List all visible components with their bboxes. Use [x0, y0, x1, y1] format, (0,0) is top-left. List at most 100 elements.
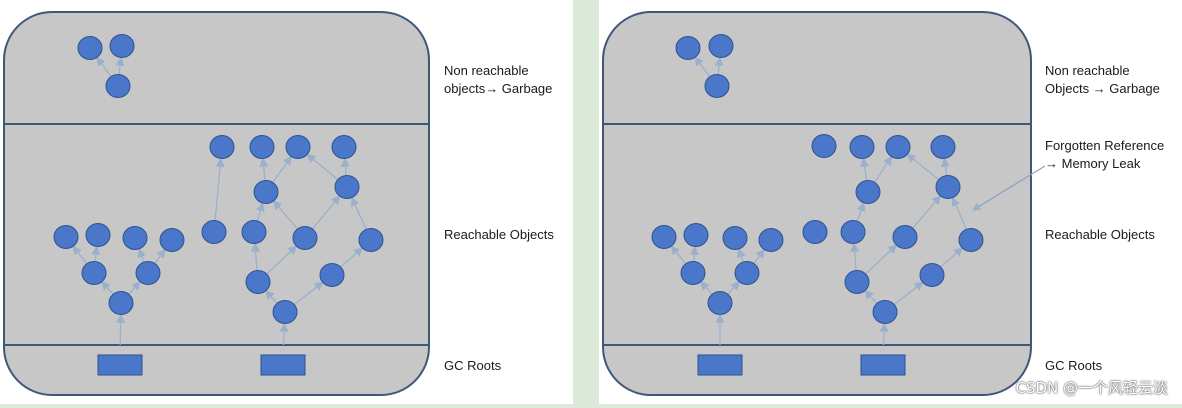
right-reference-edge	[689, 245, 699, 264]
right-reference-edge	[860, 157, 870, 183]
left-reachable-label: Reachable Objects	[444, 227, 554, 242]
right-object-node	[675, 36, 701, 60]
right-object-node	[683, 223, 709, 247]
right-object-node	[958, 228, 984, 252]
csdn-watermark: CSDN @一个风轻云淡	[1015, 379, 1168, 397]
right-object-node	[707, 291, 733, 315]
left-object-node	[201, 220, 227, 244]
left-object-node	[358, 228, 384, 252]
right-reference-edge	[906, 153, 941, 182]
right-object-node	[651, 225, 677, 249]
left-root-reference-edge	[279, 322, 289, 346]
left-gc-roots-label: GC Roots	[444, 358, 502, 373]
left-object-node	[109, 34, 135, 58]
left-reference-edge	[153, 248, 166, 266]
left-garbage-label-line2: objects→ Garbage	[444, 81, 553, 96]
right-reachable-label: Reachable Objects	[1045, 227, 1155, 242]
right-diagram-panel: Non reachable Objects → Garbage Forgotte…	[599, 0, 1182, 404]
left-object-node	[249, 135, 275, 159]
left-object-node	[334, 175, 360, 199]
left-gc-root	[97, 354, 143, 376]
left-object-node	[245, 270, 271, 294]
left-object-node	[285, 135, 311, 159]
right-object-node	[704, 74, 730, 98]
left-heap-diagram	[3, 11, 430, 396]
left-object-node	[272, 300, 298, 324]
left-reference-edge	[339, 247, 364, 269]
right-reference-edge	[864, 289, 879, 306]
left-reference-edge	[265, 289, 279, 306]
right-object-node	[930, 135, 956, 159]
forgotten-reference-pointer	[971, 165, 1046, 211]
left-object-node	[209, 135, 235, 159]
right-reference-edge	[737, 248, 746, 264]
right-reference-edge	[850, 242, 860, 273]
right-reference-edge	[951, 196, 968, 232]
left-reference-edge	[96, 56, 113, 79]
left-reference-edge	[127, 280, 141, 297]
left-object-node	[135, 261, 161, 285]
right-garbage-label-line2: Objects → Garbage	[1045, 81, 1160, 96]
right-object-node	[758, 228, 784, 252]
right-heap-diagram	[602, 11, 1046, 396]
right-forgotten-reference-label: Forgotten Reference → Memory Leak	[1045, 137, 1164, 173]
right-reference-edge	[939, 247, 964, 269]
left-reference-edge	[272, 200, 300, 231]
right-object-node	[935, 175, 961, 199]
left-reference-edge	[259, 157, 269, 183]
right-gc-roots-label: GC Roots	[1045, 358, 1103, 373]
left-object-node	[159, 228, 185, 252]
right-reference-edge	[726, 280, 740, 297]
right-heap-box	[602, 11, 1032, 396]
left-reference-edge	[292, 281, 324, 307]
left-object-node	[331, 135, 357, 159]
left-reference-edge	[340, 157, 351, 178]
left-object-node	[122, 226, 148, 250]
right-object-node	[892, 225, 918, 249]
right-reference-edge	[940, 157, 950, 178]
left-object-node	[105, 74, 131, 98]
right-object-node	[844, 270, 870, 294]
left-reference-edge	[251, 242, 261, 273]
right-object-node	[734, 261, 760, 285]
left-reference-edge	[214, 157, 225, 223]
left-reference-edge	[72, 245, 89, 266]
right-object-node	[919, 263, 945, 287]
right-object-node	[708, 34, 734, 58]
right-object-node	[811, 134, 837, 158]
right-object-node	[722, 226, 748, 250]
left-root-reference-edge	[116, 313, 126, 346]
left-reference-edge	[264, 245, 298, 276]
right-reference-edge	[855, 202, 866, 223]
right-gc-root	[860, 354, 906, 376]
right-forgotten-label-line2: → Memory Leak	[1045, 156, 1141, 171]
right-reference-edge	[670, 245, 688, 266]
right-reference-edge	[700, 280, 714, 297]
right-garbage-label-line1: Non reachable	[1045, 63, 1130, 78]
right-forgotten-label-line1: Forgotten Reference	[1045, 138, 1165, 153]
left-reference-edge	[271, 155, 292, 185]
right-reference-edge	[694, 56, 712, 79]
left-object-node	[77, 36, 103, 60]
left-gc-root	[260, 354, 306, 376]
left-reference-edge	[306, 153, 340, 182]
left-object-node	[81, 261, 107, 285]
left-reference-edge	[91, 245, 101, 264]
left-object-node	[53, 225, 79, 249]
left-object-node	[319, 263, 345, 287]
left-diagram-panel: Non reachable objects→ Garbage Reachable…	[0, 0, 573, 404]
right-root-reference-edge	[879, 322, 889, 346]
right-reference-edge	[714, 56, 724, 77]
left-reference-edge	[137, 248, 147, 264]
left-object-node	[85, 223, 111, 247]
right-reference-edge	[873, 155, 893, 185]
right-object-node	[802, 220, 828, 244]
left-garbage-label-line1: Non reachable	[444, 63, 529, 78]
right-object-node	[855, 180, 881, 204]
right-object-node	[872, 300, 898, 324]
right-reference-edge	[911, 195, 942, 230]
left-object-node	[292, 226, 318, 250]
right-reference-edge	[863, 244, 898, 276]
right-reference-edge	[752, 248, 765, 266]
right-gc-root	[697, 354, 743, 376]
